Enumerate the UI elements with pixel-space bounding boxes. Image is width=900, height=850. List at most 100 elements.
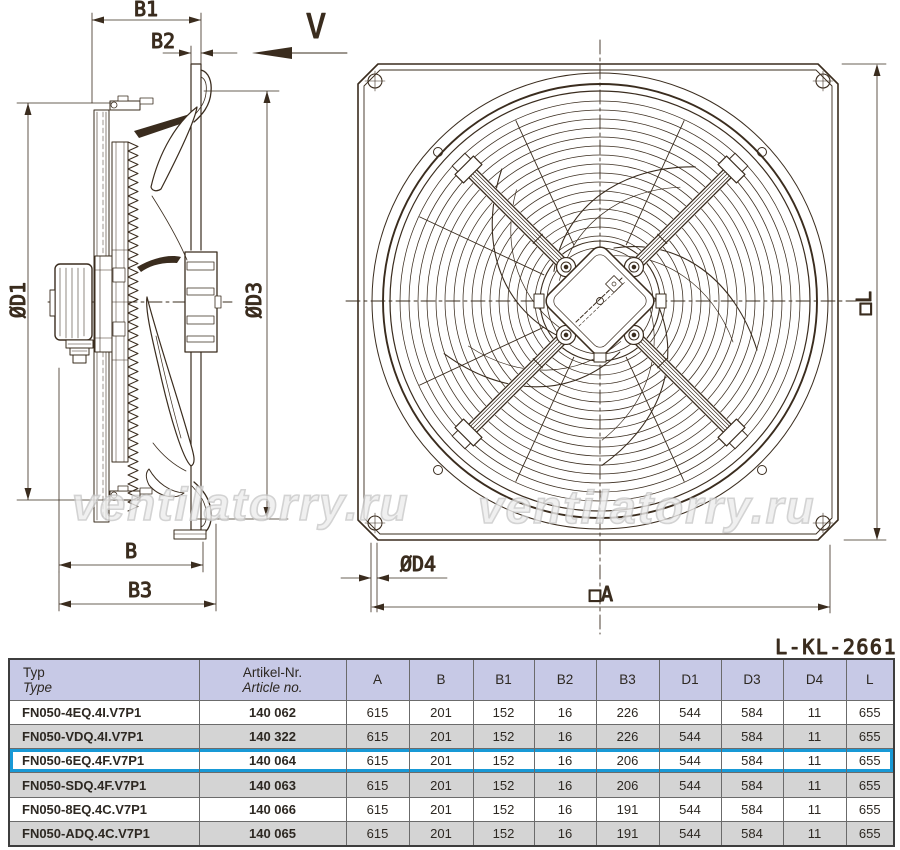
grille-ring xyxy=(516,217,684,385)
cell-dimension: 16 xyxy=(533,796,597,823)
strut-bar xyxy=(635,164,737,266)
cell-dimension: 201 xyxy=(408,796,474,823)
grille-spoke xyxy=(419,326,545,386)
blade-edge xyxy=(601,293,655,441)
corner-screw-holes xyxy=(364,70,834,534)
grille-ring xyxy=(408,109,792,493)
strut-bar xyxy=(632,162,734,264)
cell-dimension: 206 xyxy=(595,772,660,798)
cell-dimension: 584 xyxy=(720,796,784,823)
cell-type: FN050-6EQ.4F.V7P1 xyxy=(8,748,200,774)
grille-spoke xyxy=(515,120,575,246)
strut-clamp xyxy=(454,155,483,184)
cell-dimension: 11 xyxy=(782,772,847,798)
blade-edge xyxy=(443,351,621,388)
header-dim-b3: B3 xyxy=(595,658,660,701)
cell-article-no: 140 063 xyxy=(198,772,347,798)
cell-dimension: 16 xyxy=(533,821,597,847)
dim-label-b3: B3 xyxy=(128,578,152,602)
cell-dimension: 16 xyxy=(533,748,597,774)
cell-dimension: 226 xyxy=(595,723,660,750)
cell-article-no: 140 064 xyxy=(198,748,347,774)
table-header-row: Typ Type Artikel-Nr. Article no. A B B1 … xyxy=(8,658,895,701)
cell-dimension: 615 xyxy=(345,723,410,750)
strut-bar xyxy=(637,167,739,269)
cell-dimension: 191 xyxy=(595,796,660,823)
guard-strut xyxy=(623,152,749,278)
serration-path xyxy=(127,141,139,512)
strut-clamp xyxy=(728,152,749,173)
header-dim-b1: B1 xyxy=(472,658,535,701)
grille-ring xyxy=(507,208,693,394)
header-dim-d4: D4 xyxy=(782,658,847,701)
strut-bar xyxy=(466,338,568,440)
guard-strut xyxy=(451,152,577,278)
grille-ring xyxy=(417,118,783,484)
header-dim-d3: D3 xyxy=(720,658,784,701)
cell-dimension: 201 xyxy=(408,723,474,750)
strut-bar xyxy=(638,168,741,271)
dim-label-d3: ØD3 xyxy=(242,282,266,318)
header-type: Typ Type xyxy=(8,658,200,701)
side-view-dimensions: B1 B2 V ØD1 ØD3 B B3 xyxy=(6,0,348,612)
cell-dimension: 584 xyxy=(720,772,784,798)
cell-article-no: 140 066 xyxy=(198,796,347,823)
blade-edge xyxy=(601,297,669,467)
strut-bar xyxy=(459,168,562,271)
drawing-code: L-KL-2661 xyxy=(775,635,897,658)
mounting-plate xyxy=(357,63,839,541)
grille-ring xyxy=(453,154,747,448)
dim-label-b2: B2 xyxy=(151,29,175,53)
cell-dimension: 584 xyxy=(720,748,784,774)
cell-dimension: 655 xyxy=(845,772,895,798)
cell-dimension: 226 xyxy=(595,699,660,725)
grille-ring xyxy=(489,190,711,412)
guard-strut xyxy=(623,324,749,450)
cell-dimension: 152 xyxy=(472,699,535,725)
cell-dimension: 152 xyxy=(472,796,535,823)
strut-clamp xyxy=(717,418,746,447)
strut-bar xyxy=(461,167,563,269)
strut-bolt xyxy=(560,261,572,273)
strut-bolt xyxy=(560,329,572,341)
strut-bar xyxy=(638,331,741,434)
technical-drawing: B1 B2 V ØD1 ØD3 B B3 xyxy=(6,0,897,660)
strut-bar xyxy=(630,339,733,442)
strut-clamp xyxy=(451,429,472,450)
view-label-v: V xyxy=(306,7,326,47)
cell-dimension: 152 xyxy=(472,821,535,847)
blade-edge xyxy=(553,166,696,272)
strut-clamp xyxy=(451,152,472,173)
header-dim-a: A xyxy=(345,658,410,701)
cell-dimension: 544 xyxy=(658,723,722,750)
grille-ring xyxy=(498,199,702,403)
cell-dimension: 191 xyxy=(595,821,660,847)
cell-dimension: 584 xyxy=(720,723,784,750)
cell-type: FN050-ADQ.4C.V7P1 xyxy=(8,821,200,847)
strut-bolt xyxy=(563,264,569,270)
cell-dimension: 152 xyxy=(472,748,535,774)
cell-dimension: 16 xyxy=(533,699,597,725)
cell-type: FN050-4EQ.4I.V7P1 xyxy=(8,699,200,725)
cell-dimension: 584 xyxy=(720,821,784,847)
guard-grille-spokes xyxy=(419,120,685,482)
strut-clamp xyxy=(454,418,483,447)
cell-dimension: 615 xyxy=(345,772,410,798)
cell-dimension: 152 xyxy=(472,723,535,750)
center-hub xyxy=(533,246,667,363)
cell-type: FN050-VDQ.4I.V7P1 xyxy=(8,723,200,750)
cell-dimension: 16 xyxy=(533,772,597,798)
strut-clamp xyxy=(728,429,749,450)
cell-dimension: 11 xyxy=(782,699,847,725)
strut-bar xyxy=(459,331,562,434)
strut-bar xyxy=(630,160,733,263)
cell-dimension: 655 xyxy=(845,748,895,774)
cell-dimension: 206 xyxy=(595,748,660,774)
